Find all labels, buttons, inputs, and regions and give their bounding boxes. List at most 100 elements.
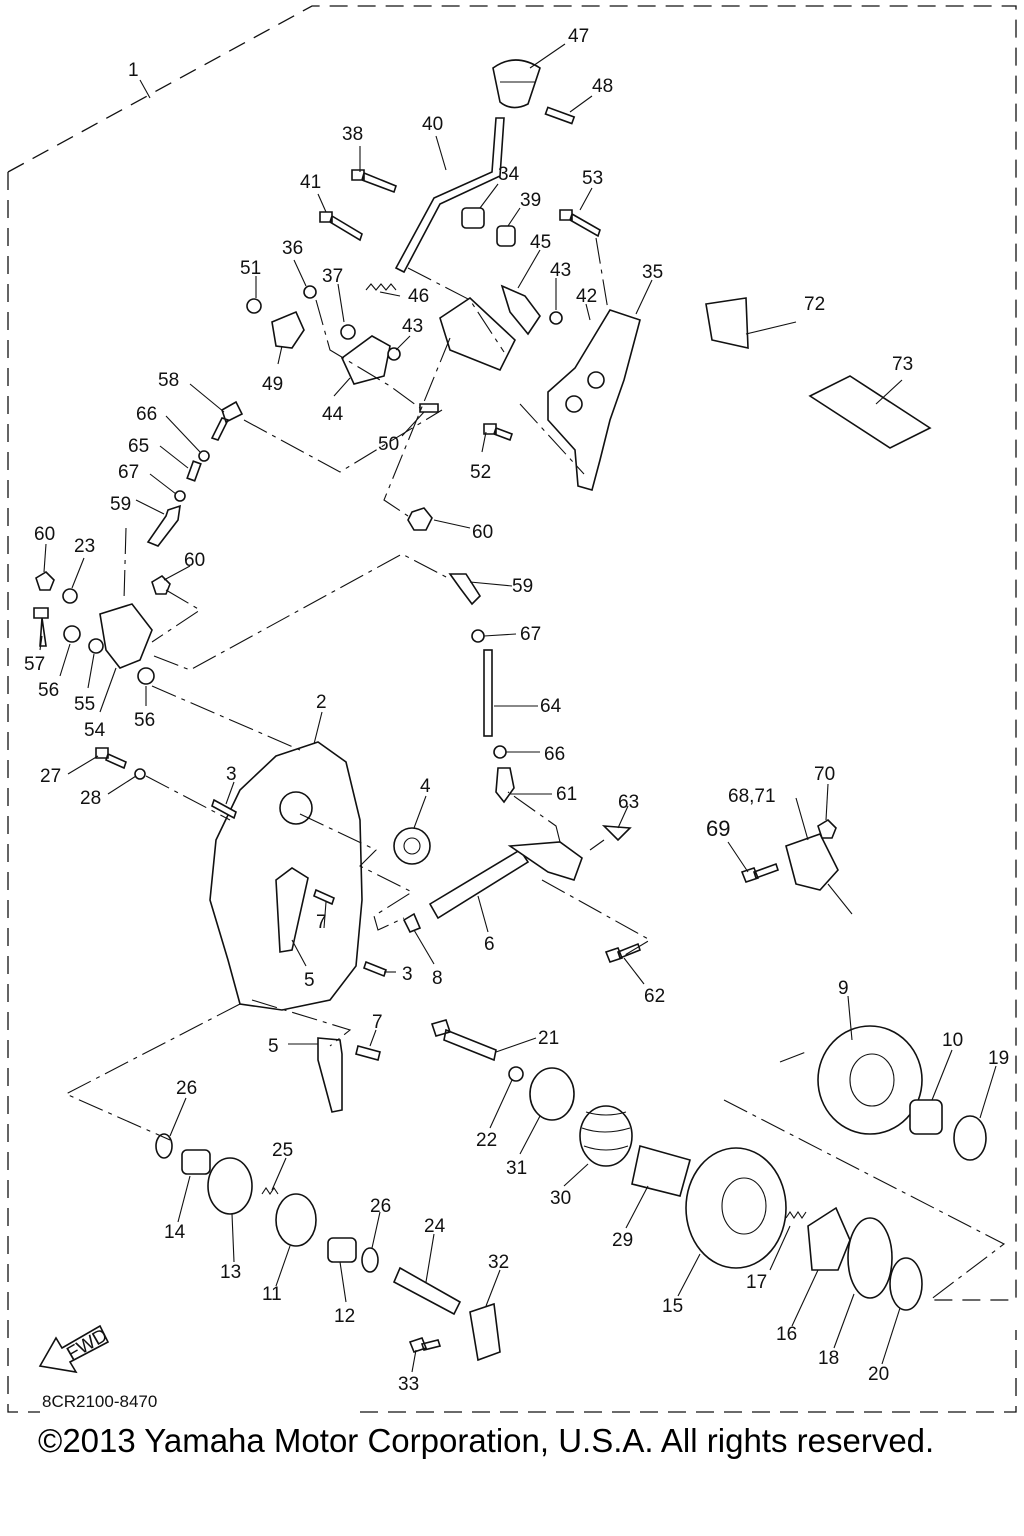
oring-28	[134, 768, 146, 780]
shaft-29	[631, 1144, 691, 1197]
callout-45: 45	[530, 232, 551, 253]
gear-9	[817, 1025, 923, 1135]
bracket-45	[500, 284, 541, 336]
nut-60b	[35, 570, 55, 591]
callout-60: 60	[34, 524, 55, 545]
callout-56: 56	[38, 680, 59, 701]
nut-66b	[493, 745, 507, 759]
callout-39: 39	[520, 190, 541, 211]
bearing-14	[181, 1149, 211, 1175]
bolt-38	[351, 169, 397, 194]
guide-lines	[64, 237, 1006, 1301]
callout-32: 32	[488, 1252, 509, 1273]
callout-23: 23	[74, 536, 95, 557]
callout-36: 36	[282, 238, 303, 259]
oil-seal-4-inner	[403, 837, 421, 855]
callout-1: 1	[128, 60, 139, 81]
nut-43b	[549, 311, 563, 325]
dowel-3b	[363, 960, 387, 978]
callout-34: 34	[498, 164, 520, 185]
callout-29: 29	[612, 1230, 633, 1251]
callout-59: 59	[110, 494, 131, 515]
shift-shaft-6	[428, 848, 530, 920]
hole-b	[565, 395, 583, 413]
bearing-10	[909, 1099, 943, 1135]
link-5b	[317, 1037, 343, 1113]
callout-54: 54	[84, 720, 106, 741]
rod-end-59a	[146, 504, 181, 547]
circlip-18	[847, 1217, 893, 1299]
shift-lever-rod	[394, 117, 505, 274]
callout-66: 66	[544, 744, 565, 765]
pin-7b	[355, 1045, 381, 1061]
nut-37	[340, 324, 356, 340]
callout-63: 63	[618, 792, 639, 813]
callout-40: 40	[422, 114, 443, 135]
callout-37: 37	[322, 266, 343, 287]
callout-25: 25	[272, 1140, 293, 1161]
callout-60: 60	[472, 522, 493, 543]
callout-27: 27	[40, 766, 61, 787]
callout-35: 35	[642, 262, 663, 283]
nut-66a	[198, 450, 210, 462]
arm-54	[99, 603, 153, 669]
spring-30-coils	[581, 1111, 631, 1151]
bolt-53	[559, 209, 601, 238]
washer-19	[953, 1115, 987, 1161]
spring-30	[579, 1105, 633, 1167]
callout-72: 72	[804, 294, 825, 315]
callout-17: 17	[746, 1272, 767, 1293]
nut-70	[817, 818, 837, 839]
callout-26: 26	[370, 1196, 391, 1217]
callout-44: 44	[322, 404, 344, 425]
spring-17	[785, 1211, 807, 1219]
cam-16	[807, 1206, 851, 1271]
callout-64: 64	[540, 696, 562, 717]
collar-39	[496, 225, 516, 247]
rod-end-59b	[448, 573, 482, 606]
collar-55	[88, 638, 104, 654]
cam-31	[529, 1067, 575, 1121]
callout-9: 9	[838, 978, 849, 999]
nut-51	[246, 298, 262, 314]
callout-26: 26	[176, 1078, 197, 1099]
bolt-50	[419, 403, 439, 413]
copyright-notice: ©2013 Yamaha Motor Corporation, U.S.A. A…	[38, 1422, 935, 1459]
bracket-49	[271, 310, 305, 349]
callout-3: 3	[402, 964, 413, 985]
callout-43: 43	[402, 316, 423, 337]
callout-38: 38	[342, 124, 363, 145]
callout-14: 14	[164, 1222, 186, 1243]
callout-16: 16	[776, 1324, 797, 1345]
callout-69: 69	[706, 816, 730, 841]
bolt-33	[408, 1337, 442, 1353]
rod-65	[186, 460, 202, 482]
gear-11	[275, 1193, 317, 1247]
link-5a	[275, 867, 309, 953]
callout-49: 49	[262, 374, 283, 395]
callout-7: 7	[316, 912, 327, 933]
callout-labels: 1 2 3 3 4 5 5 6 7 7 8 9 10 11 12 13 14 1…	[24, 26, 1009, 1395]
shaft-arm	[507, 841, 583, 881]
shaft-24	[392, 1266, 462, 1316]
callout-73: 73	[892, 354, 913, 375]
gear-15	[685, 1147, 787, 1269]
nut-60c	[151, 574, 171, 595]
rod-end-61	[495, 767, 515, 804]
callout-6: 6	[484, 934, 495, 955]
oil-seal-4	[393, 827, 431, 865]
bearing-12	[327, 1237, 357, 1263]
callout-52: 52	[470, 462, 491, 483]
clip-63	[601, 825, 632, 842]
callout-13: 13	[220, 1262, 241, 1283]
switch-lead	[827, 883, 853, 915]
spring-25	[261, 1187, 279, 1195]
bolt-57	[33, 607, 49, 647]
washer-26a	[155, 1133, 173, 1159]
callout-56: 56	[134, 710, 155, 731]
callout-4: 4	[420, 776, 431, 797]
callout-22: 22	[476, 1130, 497, 1151]
washer-20	[889, 1257, 923, 1311]
callout-62: 62	[644, 986, 665, 1007]
